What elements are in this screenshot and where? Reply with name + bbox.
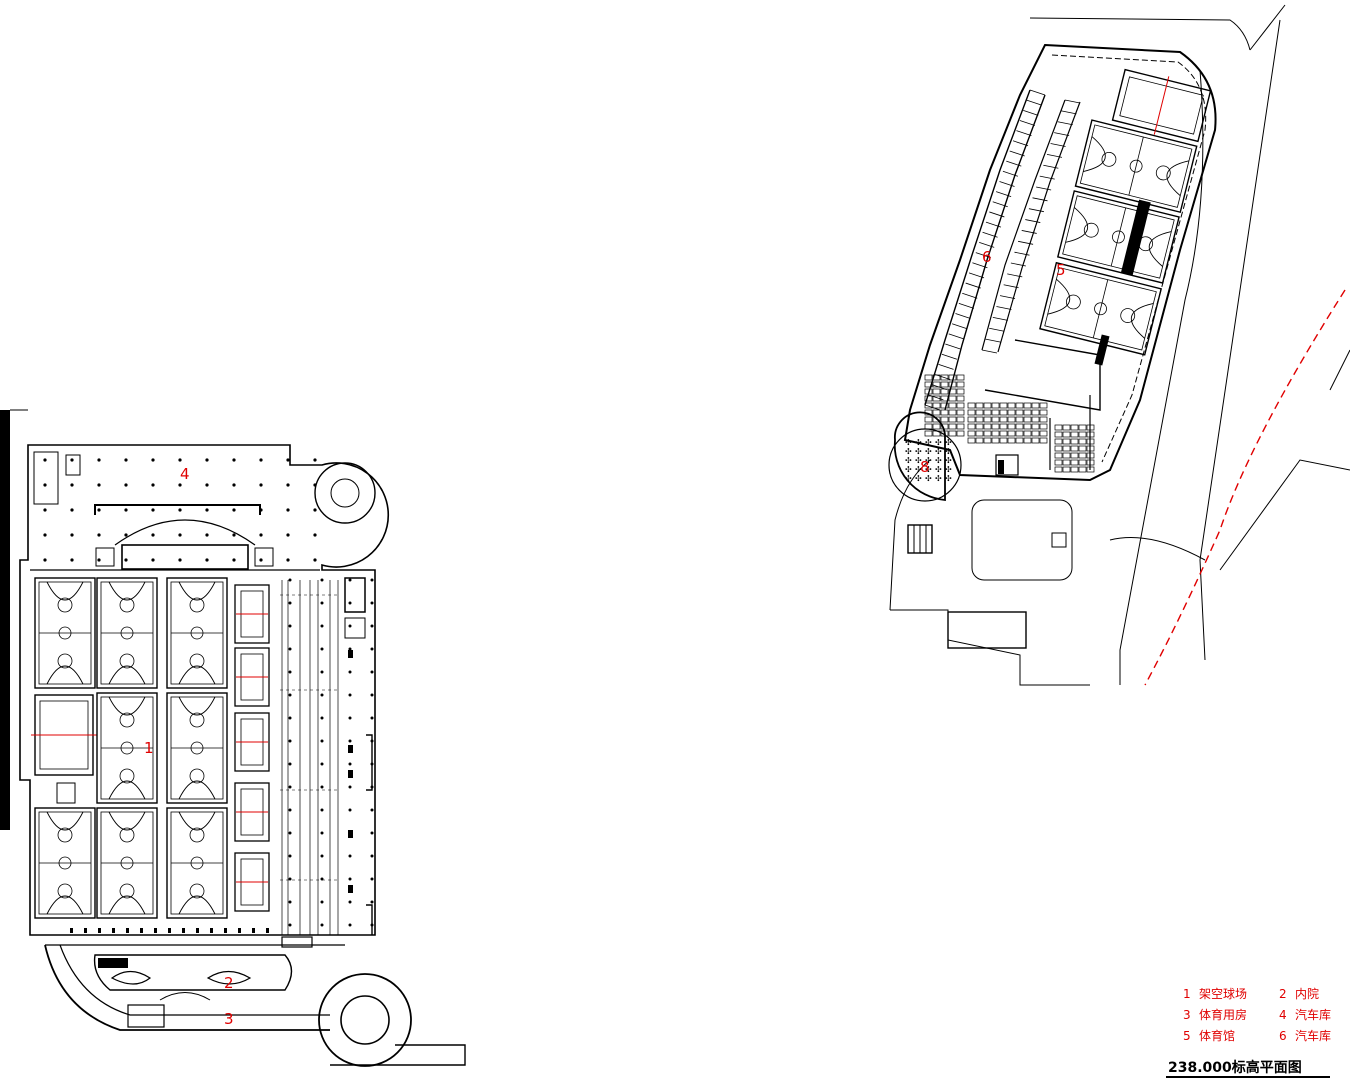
svg-text:5: 5 [1183,1029,1191,1043]
svg-text:2: 2 [1279,987,1287,1001]
svg-text:✣: ✣ [945,456,952,465]
svg-text:✣: ✣ [935,474,942,483]
legend-item: 1 架空球场 [1183,987,1247,1001]
svg-text:✣: ✣ [945,438,952,447]
svg-text:✣: ✣ [905,474,912,483]
legend-item: 4 汽车库 [1279,1007,1331,1022]
svg-text:6: 6 [1279,1029,1287,1043]
svg-text:体育用房: 体育用房 [1199,1007,1247,1022]
svg-text:✣: ✣ [945,447,952,456]
label-west-courtyard: 2 [224,974,234,992]
svg-text:✣: ✣ [935,438,942,447]
svg-text:✣: ✣ [925,447,932,456]
svg-text:✣: ✣ [945,465,952,474]
gym-courts [1039,68,1212,356]
court-grid [31,577,270,919]
svg-text:✣: ✣ [925,465,932,474]
svg-text:1: 1 [1183,987,1191,1001]
svg-text:✣: ✣ [925,438,932,447]
svg-text:✣: ✣ [915,456,922,465]
svg-text:✣: ✣ [915,465,922,474]
label-west-garage: 4 [180,465,190,483]
east-building: ✣✣✣✣✣✣✣✣✣✣✣✣✣✣✣✣✣✣✣✣✣✣✣✣✣ [888,4,1350,686]
svg-text:✣: ✣ [915,447,922,456]
legend-item: 2 内院 [1279,987,1319,1001]
label-west-court: 1 [144,739,154,757]
svg-text:体育馆: 体育馆 [1199,1028,1235,1043]
svg-text:✣: ✣ [935,465,942,474]
label-east-gym: 5 [1056,261,1066,279]
svg-text:3: 3 [1183,1008,1191,1022]
svg-text:✣: ✣ [935,447,942,456]
svg-text:内院: 内院 [1295,987,1319,1001]
plan-labels: 4 1 2 3 6 5 8 [144,248,1066,1028]
legend-item: 5 体育馆 [1183,1028,1235,1043]
svg-text:✣: ✣ [915,438,922,447]
svg-text:4: 4 [1279,1008,1287,1022]
svg-text:✣: ✣ [905,447,912,456]
legend: 1 架空球场 2 内院 3 体育用房 4 汽车库 5 体育馆 6 汽车库 [1183,987,1331,1043]
column-grid [43,458,374,933]
west-building [0,409,466,1067]
parking-stripes [924,89,1081,411]
svg-text:✣: ✣ [925,474,932,483]
svg-text:✣: ✣ [915,474,922,483]
label-east-seating: 8 [920,458,930,476]
seating-blocks [924,374,1095,476]
svg-text:✣: ✣ [945,474,952,483]
drawing-title: 238.000标高平面图 [1168,1059,1302,1076]
svg-text:✣: ✣ [935,456,942,465]
label-west-sports-rooms: 3 [224,1010,234,1028]
ramp-lanes [280,580,373,935]
svg-text:✣: ✣ [905,465,912,474]
svg-text:汽车库: 汽车库 [1295,1007,1331,1022]
label-east-garage: 6 [982,248,992,266]
legend-item: 3 体育用房 [1183,1007,1247,1022]
svg-text:架空球场: 架空球场 [1199,987,1247,1001]
legend-item: 6 汽车库 [1279,1028,1331,1043]
svg-text:✣: ✣ [905,438,912,447]
svg-text:✣: ✣ [925,456,932,465]
svg-text:汽车库: 汽车库 [1295,1028,1331,1043]
svg-text:✣: ✣ [905,456,912,465]
